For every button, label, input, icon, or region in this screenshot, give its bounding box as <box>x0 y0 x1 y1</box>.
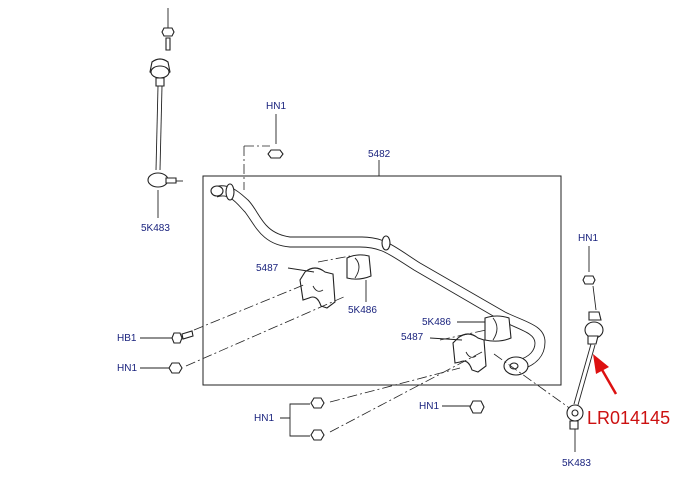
left-drop-link <box>147 8 183 188</box>
dashdot-b <box>185 295 347 367</box>
right-drop-link <box>566 275 604 430</box>
bush-lower <box>484 315 512 342</box>
callout-hn1-bottom-pair: HN1 <box>254 413 274 424</box>
callout-5487-upper: 5487 <box>256 263 279 274</box>
nut-hn1-bottom-mid <box>469 400 485 414</box>
callout-hn1-top: HN1 <box>266 101 286 112</box>
leader-5487-upper <box>287 267 315 273</box>
dashdot-e <box>329 351 483 433</box>
callout-hb1: HB1 <box>117 333 137 344</box>
dashdot-d <box>329 367 461 403</box>
nut-hn1-bottom-a <box>310 397 325 409</box>
callout-5k486-lower: 5K486 <box>422 317 451 328</box>
callout-5487-lower: 5487 <box>401 332 424 343</box>
dashdot-a <box>193 283 307 331</box>
dashdot-f <box>439 329 487 341</box>
nut-hn1-left <box>168 362 183 374</box>
nut-hn1-top <box>267 149 284 159</box>
callout-5k483-right: 5K483 <box>562 458 591 469</box>
anti-roll-bar <box>210 183 546 376</box>
bush-upper <box>346 254 372 280</box>
highlight-arrow <box>593 354 618 395</box>
callout-hn1-left: HN1 <box>117 363 137 374</box>
dashdot-c <box>317 255 351 263</box>
callout-5k486-upper: 5K486 <box>348 305 377 316</box>
callout-5482: 5482 <box>368 149 391 160</box>
callout-hn1-bottom-mid: HN1 <box>419 401 439 412</box>
bolt-hb1 <box>171 330 194 344</box>
part-number-label: LR014145 <box>587 408 670 428</box>
clamp-upper <box>299 267 336 309</box>
dashdot-upper <box>243 145 270 190</box>
callout-hn1-right: HN1 <box>578 233 598 244</box>
callout-5k483-left: 5K483 <box>141 223 170 234</box>
group-frame <box>202 175 562 386</box>
bracket-hn1-bottom-pair <box>280 403 310 437</box>
nut-hn1-bottom-b <box>310 429 325 441</box>
dashdot-g <box>493 353 576 413</box>
